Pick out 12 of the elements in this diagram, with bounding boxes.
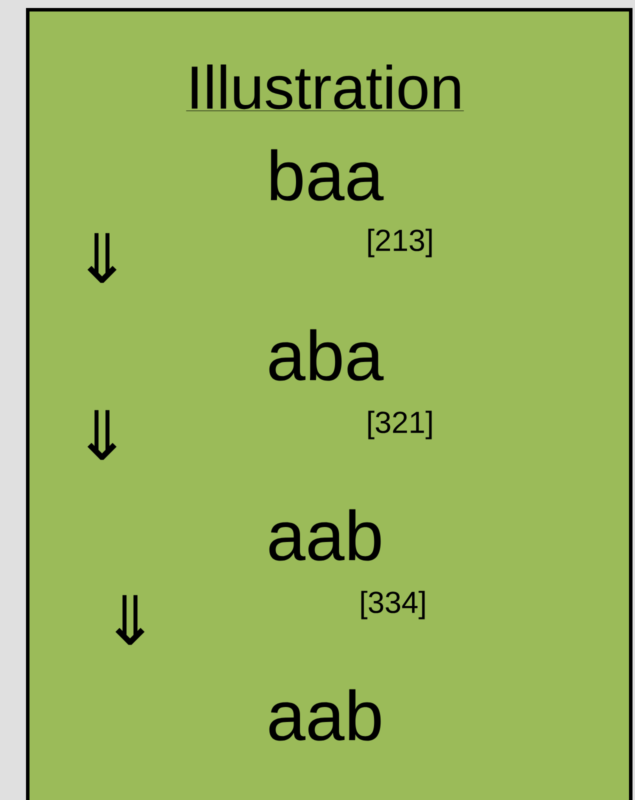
step-label: [213] bbox=[368, 228, 432, 258]
word: aba bbox=[269, 329, 384, 381]
panel bbox=[26, 8, 633, 800]
down-arrow: ⇓ bbox=[88, 410, 117, 460]
word: aab bbox=[269, 689, 381, 741]
down-arrow: ⇓ bbox=[88, 233, 117, 283]
step-label: [321] bbox=[368, 410, 432, 440]
step-label: [334] bbox=[361, 590, 425, 620]
down-arrow: ⇓ bbox=[116, 595, 145, 645]
word: aab bbox=[269, 509, 381, 561]
word: baa bbox=[270, 149, 384, 201]
title: Illustration bbox=[186, 64, 464, 112]
